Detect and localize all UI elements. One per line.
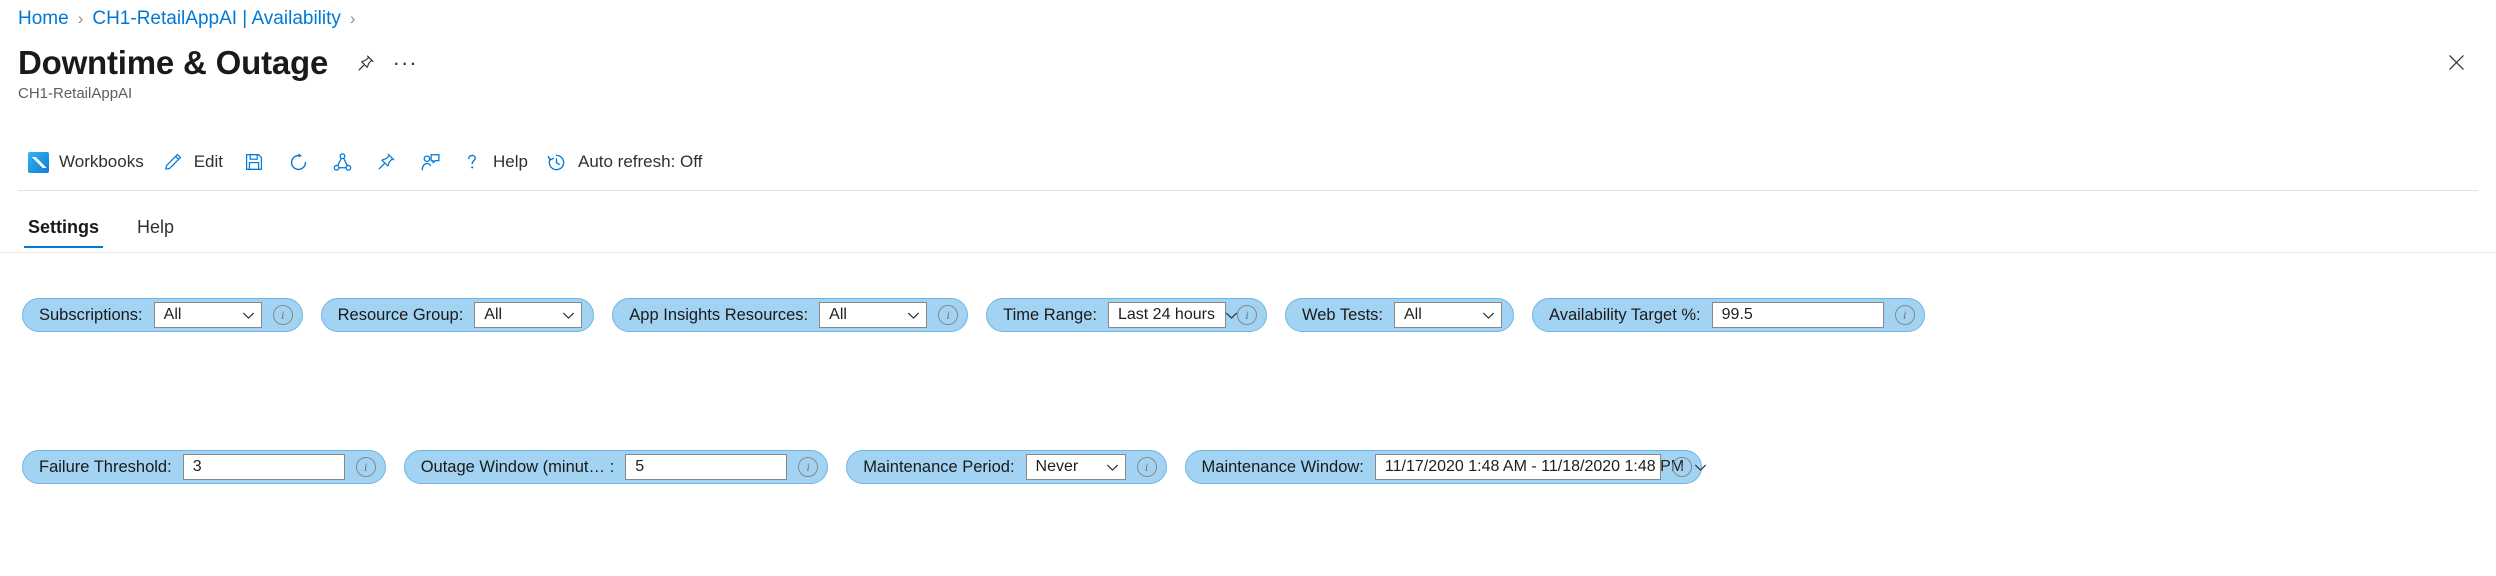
filter-resource-group: Resource Group: All: [320, 298, 595, 332]
filter-label-availability-target: Availability Target %:: [1549, 306, 1701, 324]
filter-maintenance-period: Maintenance Period: Never i: [846, 450, 1167, 484]
toolbar-button-assign[interactable]: Assign: [408, 144, 452, 180]
clock-history-icon: [546, 151, 568, 173]
filter-app-insights-resources: App Insights Resources: All i: [612, 298, 969, 332]
chevron-down-icon: [1225, 309, 1238, 322]
chevron-down-icon: [907, 309, 920, 322]
info-icon[interactable]: i: [798, 457, 819, 477]
filter-label-app-insights-resources: App Insights Resources:: [629, 306, 809, 324]
filter-label-maintenance-period: Maintenance Period:: [863, 458, 1015, 476]
web-tests-dropdown[interactable]: All: [1394, 302, 1502, 328]
info-icon[interactable]: i: [938, 305, 959, 325]
info-icon[interactable]: i: [1136, 457, 1157, 477]
resource-group-dropdown[interactable]: All: [474, 302, 583, 328]
toolbar-button-edit[interactable]: Edit: [153, 144, 232, 180]
maintenance-period-value: Never: [1035, 458, 1079, 475]
save-icon: [243, 151, 265, 173]
toolbar-button-workbooks[interactable]: Workbooks: [18, 144, 153, 180]
toolbar-button-refresh[interactable]: Refresh: [276, 144, 320, 180]
filter-subscriptions: Subscriptions: All i: [22, 298, 303, 332]
filter-label-web-tests: Web Tests:: [1301, 306, 1383, 324]
filter-label-outage-window: Outage Window (minut… :: [420, 458, 615, 476]
chevron-down-icon: [1482, 309, 1495, 322]
pin-icon: [375, 151, 397, 173]
user-comment-icon: [419, 151, 441, 173]
maintenance-period-dropdown[interactable]: Never: [1025, 454, 1126, 480]
toolbar-button-auto-refresh[interactable]: Auto refresh: Off: [537, 144, 711, 180]
breadcrumb-separator-icon: ›: [349, 9, 356, 28]
more-options-button[interactable]: ···: [392, 50, 418, 75]
availability-target-input[interactable]: 99.5: [1711, 302, 1884, 328]
workbooks-icon: [27, 151, 49, 173]
command-bar: Workbooks Edit Save Refresh: [18, 140, 711, 184]
page-subtitle: CH1-RetailAppAI: [18, 85, 133, 102]
app-insights-resources-dropdown[interactable]: All: [819, 302, 928, 328]
failure-threshold-input[interactable]: 3: [182, 454, 345, 480]
page-title-row: Downtime & Outage ···: [18, 44, 418, 81]
maintenance-window-dropdown[interactable]: 11/17/2020 1:48 AM - 11/18/2020 1:48 PM: [1374, 454, 1707, 480]
toolbar-divider: [18, 190, 2478, 191]
resource-group-value: All: [484, 306, 503, 323]
tabs-divider: [0, 252, 2496, 253]
app-insights-resources-value: All: [829, 306, 847, 323]
filter-row-2: Failure Threshold: 3 i Outage Window (mi…: [22, 450, 1720, 484]
toolbar-button-save[interactable]: Save: [232, 144, 276, 180]
tab-bar: Settings Help: [20, 210, 204, 252]
pencil-icon: [162, 151, 184, 173]
toolbar-label-workbooks: Workbooks: [59, 152, 144, 171]
subscriptions-dropdown[interactable]: All: [153, 302, 262, 328]
breadcrumb-item-home[interactable]: Home: [18, 8, 69, 29]
filter-web-tests: Web Tests: All: [1284, 298, 1514, 332]
refresh-icon: [287, 151, 309, 173]
filter-maintenance-window: Maintenance Window: 11/17/2020 1:48 AM -…: [1184, 450, 1707, 484]
chevron-down-icon: [1106, 461, 1119, 474]
filter-row-1: Subscriptions: All i Resource Group: All…: [22, 298, 1943, 332]
breadcrumb-item-availability[interactable]: CH1-RetailAppAI | Availability: [92, 8, 341, 29]
filter-label-time-range: Time Range:: [1003, 306, 1097, 324]
info-icon[interactable]: i: [1236, 305, 1257, 325]
toolbar-button-pin[interactable]: Pin: [364, 144, 408, 180]
filter-availability-target: Availability Target %: 99.5 i: [1532, 298, 1925, 332]
toolbar-label-help: Help: [493, 152, 528, 171]
filter-label-maintenance-window: Maintenance Window:: [1201, 458, 1364, 476]
filter-label-failure-threshold: Failure Threshold:: [39, 458, 172, 476]
page-title: Downtime & Outage: [18, 44, 329, 81]
filter-outage-window: Outage Window (minut… : 5 i: [403, 450, 829, 484]
chevron-down-icon: [1694, 461, 1707, 474]
filter-label-resource-group: Resource Group:: [337, 306, 464, 324]
filter-time-range: Time Range: Last 24 hours i: [986, 298, 1267, 332]
filter-label-subscriptions: Subscriptions:: [39, 306, 143, 324]
info-icon[interactable]: i: [1671, 457, 1692, 477]
tab-settings[interactable]: Settings: [20, 210, 107, 248]
info-icon[interactable]: i: [355, 457, 376, 477]
toolbar-button-share[interactable]: Share: [320, 144, 364, 180]
availability-target-value: 99.5: [1721, 306, 1753, 323]
toolbar-label-auto-refresh: Auto refresh: Off: [577, 152, 703, 171]
toolbar-label-edit: Edit: [193, 152, 224, 171]
tab-help[interactable]: Help: [137, 217, 175, 237]
time-range-dropdown[interactable]: Last 24 hours: [1107, 302, 1237, 328]
outage-window-value: 5: [635, 458, 645, 475]
maintenance-window-value: 11/17/2020 1:48 AM - 11/18/2020 1:48 PM: [1384, 458, 1685, 475]
failure-threshold-value: 3: [192, 458, 202, 475]
outage-window-input[interactable]: 5: [625, 454, 788, 480]
info-icon[interactable]: i: [272, 305, 293, 325]
pin-icon[interactable]: [354, 52, 376, 74]
toolbar-button-help[interactable]: Help: [452, 144, 537, 180]
info-icon[interactable]: i: [1894, 305, 1915, 325]
breadcrumb-separator-icon: ›: [77, 9, 84, 28]
subscriptions-value: All: [163, 306, 182, 323]
chevron-down-icon: [242, 309, 255, 322]
filter-failure-threshold: Failure Threshold: 3 i: [22, 450, 386, 484]
web-tests-value: All: [1404, 306, 1422, 323]
chevron-down-icon: [562, 309, 575, 322]
close-icon[interactable]: [2442, 48, 2470, 76]
question-icon: [461, 151, 483, 173]
share-icon: [331, 151, 353, 173]
breadcrumb: Home › CH1-RetailAppAI | Availability ›: [18, 8, 365, 30]
time-range-value: Last 24 hours: [1117, 306, 1215, 323]
